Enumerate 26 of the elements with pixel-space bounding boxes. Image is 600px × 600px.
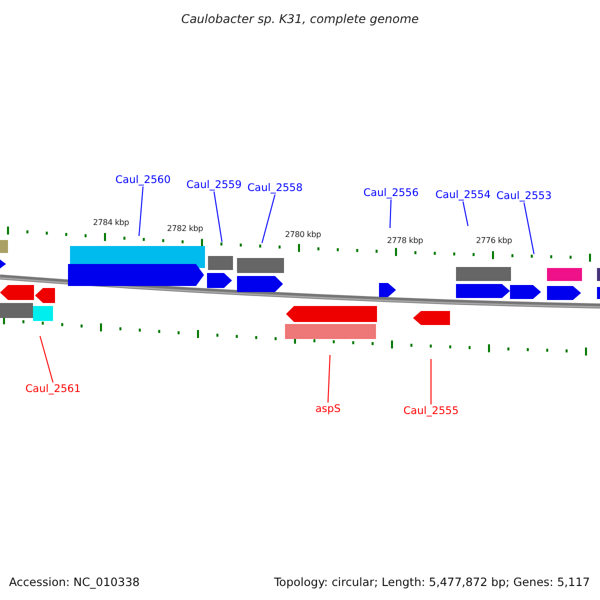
genome-summary: Topology: circular; Length: 5,477,872 bp; Genes: 5,117 (274, 574, 590, 591)
leader-line (214, 191, 222, 242)
scale-label: 2778 kbp (386, 235, 424, 247)
accession-label: Accession: NC_010338 (9, 574, 140, 591)
gene-label: Caul_2559 (186, 178, 242, 192)
gene-label: Caul_2560 (115, 174, 171, 186)
diagram-title: Caulobacter sp. K31, complete genome (180, 11, 420, 28)
leader-line (328, 354, 330, 403)
leader-line (390, 199, 392, 228)
gene-label: Caul_2556 (363, 186, 419, 200)
leader-line (430, 358, 432, 405)
leader-line (524, 202, 534, 254)
leader-line (138, 186, 144, 236)
gene-label: Caul_2553 (496, 190, 552, 202)
gene-label: Caul_2555 (403, 404, 459, 418)
gene-label: Caul_2558 (247, 182, 303, 194)
scale-label: 2776 kbp (476, 235, 512, 247)
leader-line (40, 336, 54, 383)
gene-label: Caul_2561 (25, 382, 81, 396)
scale-label: 2784 kbp (92, 217, 130, 229)
scale-label: 2780 kbp (284, 229, 322, 241)
leader-line (462, 201, 468, 226)
gene-label: Caul_2554 (435, 188, 491, 202)
leader-line (262, 194, 276, 244)
scale-label: 2782 kbp (166, 223, 204, 235)
gene-label: aspS (315, 402, 341, 416)
